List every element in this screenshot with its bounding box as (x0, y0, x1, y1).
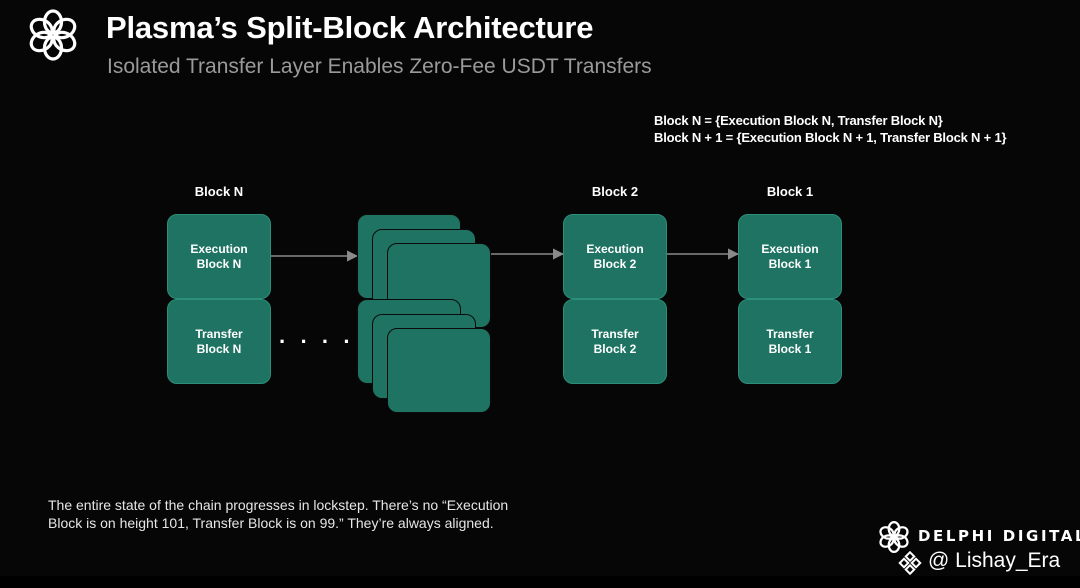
block-label-line: Block N (196, 341, 242, 356)
brand-name: DELPHI DIGITAL (918, 527, 1080, 545)
ellipsis-dots: · · · · (279, 329, 355, 354)
block-label-line: Block 2 (593, 341, 637, 356)
binance-diamond-icon (898, 551, 922, 575)
transfer-block-1: Transfer Block 1 (738, 299, 842, 384)
block-label-line: Block N (196, 256, 242, 271)
block-label-line: Block 1 (768, 341, 812, 356)
page-subtitle: Isolated Transfer Layer Enables Zero-Fee… (107, 55, 652, 78)
block-label-line: Block 1 (768, 256, 812, 271)
page-title: Plasma’s Split-Block Architecture (106, 10, 594, 45)
formula-block-n: Block N = {Execution Block N, Transfer B… (654, 113, 943, 128)
block-label-line: Execution (586, 241, 644, 256)
flower-logo-icon (879, 520, 909, 554)
block-label-line: Execution (190, 241, 248, 256)
footer-note-line: Block is on height 101, Transfer Block i… (48, 515, 494, 531)
flower-logo-icon (29, 9, 77, 61)
column-label-block-n: Block N (194, 184, 244, 199)
stacked-transfer-block (387, 328, 491, 413)
block-label-line: Execution (761, 241, 819, 256)
execution-block-1: Execution Block 1 (738, 214, 842, 299)
block-label-line: Transfer (766, 326, 814, 341)
footer-note-line: The entire state of the chain progresses… (48, 497, 509, 513)
execution-block-2: Execution Block 2 (563, 214, 667, 299)
transfer-block-2: Transfer Block 2 (563, 299, 667, 384)
transfer-block-n: Transfer Block N (167, 299, 271, 384)
block-label-line: Block 2 (593, 256, 637, 271)
formula-block-n-plus-1: Block N + 1 = {Execution Block N + 1, Tr… (654, 130, 1007, 145)
watermark-handle: @ Lishay_Era (928, 549, 1061, 572)
column-label-block-2: Block 2 (591, 184, 639, 199)
column-label-block-1: Block 1 (766, 184, 814, 199)
block-label-line: Transfer (195, 326, 243, 341)
block-label-line: Transfer (591, 326, 639, 341)
bottom-bar (0, 576, 1080, 588)
footer-note: The entire state of the chain progresses… (48, 496, 608, 532)
execution-block-n: Execution Block N (167, 214, 271, 299)
